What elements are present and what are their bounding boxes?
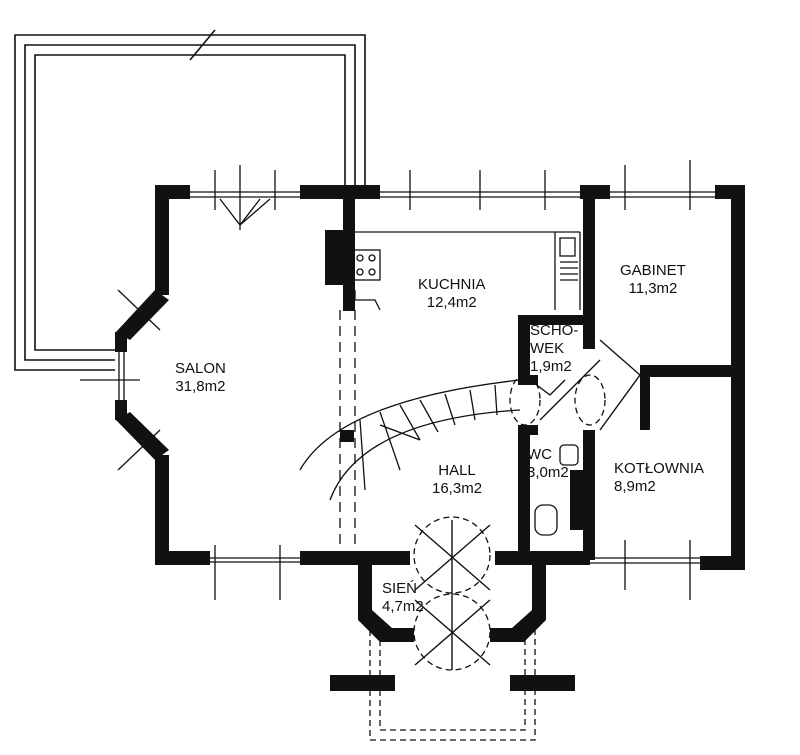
kitchen-fittings <box>351 231 581 536</box>
room-label-hall: HALL 16,3m2 <box>432 462 482 498</box>
stairs <box>299 310 521 550</box>
room-name: SIEŃ <box>382 580 418 597</box>
room-label-salon: SALON 31,8m2 <box>175 360 226 396</box>
doors <box>414 339 641 670</box>
inner-walls <box>325 199 735 560</box>
room-label-gabinet: GABINET 11,3m2 <box>620 262 686 298</box>
room-label-wc: WC 3,0m2 <box>527 446 569 482</box>
room-label-schowek: SCHO- WEK 1,9m2 <box>530 322 578 376</box>
room-area: 31,8m2 <box>175 378 226 395</box>
room-name: KUCHNIA <box>418 276 486 293</box>
room-label-kuchnia: KUCHNIA 12,4m2 <box>418 276 486 312</box>
windows <box>80 160 715 600</box>
room-name: WC <box>527 446 552 463</box>
room-area: 16,3m2 <box>432 480 483 497</box>
room-area: 3,0m2 <box>527 464 569 481</box>
room-label-kotlownia: KOTŁOWNIA 8,9m2 <box>614 460 704 496</box>
room-name: SCHO- <box>530 322 579 339</box>
room-name: KOTŁOWNIA <box>614 460 705 477</box>
room-area: 11,3m2 <box>628 280 678 297</box>
room-area: 1,9m2 <box>530 358 572 375</box>
room-name: SALON <box>175 360 226 377</box>
outer-walls <box>115 185 745 691</box>
room-label-sien: SIEŃ 4,7m2 <box>382 580 424 616</box>
room-area: 4,7m2 <box>382 598 424 615</box>
room-name: WEK <box>530 340 565 357</box>
room-name: HALL <box>438 462 476 479</box>
terrace <box>14 29 366 371</box>
room-name: GABINET <box>620 262 686 279</box>
door-swings <box>369 374 606 741</box>
room-area: 12,4m2 <box>426 294 477 311</box>
room-area: 8,9m2 <box>614 478 656 495</box>
